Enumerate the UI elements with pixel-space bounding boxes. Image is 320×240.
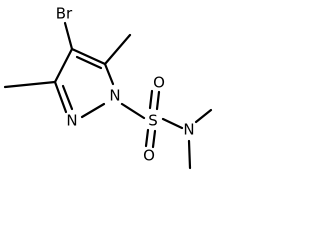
atom-sulfur: S [148, 112, 158, 130]
atom-n-ring-double: N [66, 112, 77, 130]
bond-n-methyl-upper [194, 108, 213, 124]
atom-labels: Br N N S O O N [56, 5, 195, 165]
bond-s-o-upper-a [148, 89, 154, 110]
atom-n-amine: N [183, 121, 194, 139]
bond-c4-c3 [53, 47, 74, 84]
atom-oxygen-upper: O [153, 74, 165, 92]
bond-c4-br [63, 21, 74, 51]
bond-c4-c5-inner [75, 55, 103, 70]
atom-oxygen-lower: O [143, 147, 155, 165]
atom-n-ring-substituted: N [109, 87, 120, 105]
bond-c5-n1 [103, 62, 115, 86]
bond-n-methyl-lower [187, 139, 192, 170]
atom-br: Br [56, 5, 73, 23]
bond-s-o-lower-a [144, 128, 150, 148]
bond-n2-n1 [80, 102, 106, 119]
bond-s-n-amine [161, 117, 184, 130]
bond-s-o-lower-b [151, 129, 157, 149]
chemical-structure: Br N N S O O N [3, 5, 213, 170]
bond-c3-methyl [3, 80, 57, 89]
bond-s-o-upper-b [155, 90, 161, 111]
bond-c3-n2-inner [61, 84, 74, 111]
bond-c4-c5 [70, 47, 107, 66]
bonds [3, 21, 213, 170]
bond-n1-s [120, 102, 146, 120]
bond-c5-methyl [103, 33, 132, 66]
bond-c3-n2 [53, 80, 68, 114]
